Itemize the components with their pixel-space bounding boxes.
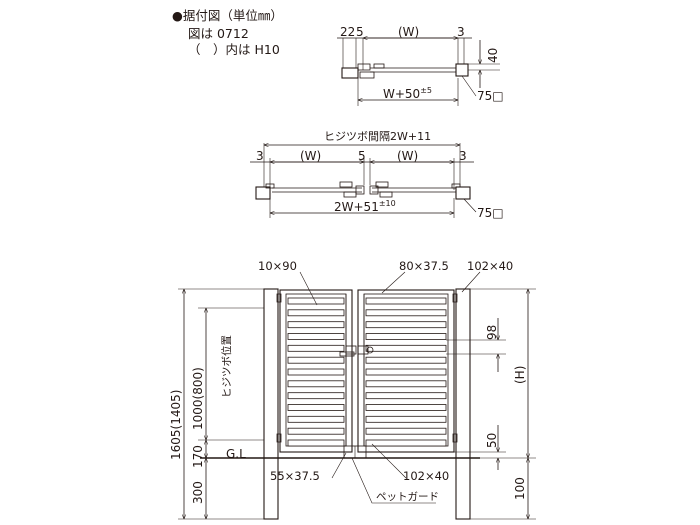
hinge <box>357 63 371 71</box>
label-frame-size: 80×37.5 <box>399 259 449 273</box>
slat <box>365 344 447 352</box>
slat <box>365 380 447 388</box>
dim-40: 40 <box>486 48 500 63</box>
lock-cylinder <box>366 346 374 354</box>
slat <box>365 356 447 364</box>
label-post-bottom: 102×40 <box>403 469 449 483</box>
slat <box>365 439 447 447</box>
right-post <box>455 288 471 520</box>
label-bottom-frame: 55×37.5 <box>270 469 320 483</box>
handle <box>343 191 357 198</box>
left-leaf-slats <box>287 297 345 447</box>
drawing-title: ●据付図（単位㎜） <box>172 8 283 23</box>
dim-170: 170 <box>191 445 205 468</box>
hinge <box>276 433 282 443</box>
title-text: 据付図（単位㎜） <box>182 8 283 23</box>
dim-100: 100 <box>513 477 527 500</box>
slat <box>287 333 345 340</box>
left-handle <box>345 345 357 355</box>
slat <box>287 439 345 447</box>
slat <box>287 380 345 388</box>
bullet-icon: ● <box>172 8 183 23</box>
latch <box>355 185 365 195</box>
ground-level-label: G.L <box>226 447 246 461</box>
plan-single-gate: 22 5 (W) 3 40 75□ W+50±5 <box>337 25 504 106</box>
dim-w-right: (W) <box>397 149 418 163</box>
hinge-pitch: ヒジツボ間隔2W+11 <box>324 130 431 143</box>
slat <box>287 392 345 400</box>
post-size: 75□ <box>477 206 504 220</box>
hinge <box>452 433 458 443</box>
handle <box>339 181 353 188</box>
dim-total-height: 1605(1405) <box>169 390 183 460</box>
overall-width: 2W+51±10 <box>334 199 396 214</box>
dim-w-left: (W) <box>300 149 321 163</box>
slat <box>365 415 447 423</box>
slat <box>365 404 447 411</box>
slat <box>365 297 447 305</box>
left-post-section <box>341 67 359 79</box>
dim-300: 300 <box>191 481 205 504</box>
dim-3: 3 <box>457 25 465 39</box>
dim-50: 50 <box>485 433 499 448</box>
slat <box>365 321 447 329</box>
dim-w: (W) <box>398 25 419 39</box>
pet-guard-label: ペットガード <box>376 491 439 503</box>
slat <box>287 427 345 435</box>
dim-22: 22 <box>340 25 355 39</box>
slat <box>365 333 447 340</box>
right-handle <box>357 345 369 355</box>
handle <box>379 191 393 198</box>
note-parenthesis: （ ）内は H10 <box>188 42 280 57</box>
right-leaf-slats <box>365 297 447 447</box>
dim-3-right: 3 <box>459 149 467 163</box>
plan-double-gate: ヒジツボ間隔2W+11 3 (W) 5 (W) 3 75□ <box>250 130 504 220</box>
label-slat-size: 10×90 <box>258 259 297 273</box>
slat <box>365 427 447 435</box>
slat <box>287 415 345 423</box>
slat <box>287 309 345 317</box>
slat <box>287 321 345 329</box>
elevation-view: 10×90 80×37.5 102×40 98 50 (H) 100 1605(… <box>169 259 536 520</box>
hinge <box>276 293 282 303</box>
right-post-section <box>455 186 471 200</box>
label-post-top: 102×40 <box>467 259 513 273</box>
dim-5-center: 5 <box>358 149 366 163</box>
hinge <box>452 293 458 303</box>
slat <box>287 356 345 364</box>
hinge <box>359 71 375 79</box>
overall-width: W+50±5 <box>383 86 432 101</box>
slat <box>287 368 345 376</box>
note-model: 図は 0712 <box>188 26 249 41</box>
dim-h: (H) <box>513 366 527 384</box>
post-size: 75□ <box>477 89 504 103</box>
slat <box>365 309 447 317</box>
handle <box>373 63 385 69</box>
dim-5: 5 <box>356 25 364 39</box>
right-post-section <box>455 63 469 77</box>
left-post-section <box>255 186 271 200</box>
slat <box>365 368 447 376</box>
dim-3-left: 3 <box>256 149 264 163</box>
slat <box>287 344 345 352</box>
slat <box>287 404 345 411</box>
handle <box>375 181 389 188</box>
dim-98: 98 <box>485 325 499 340</box>
latch <box>369 185 379 195</box>
dim-1000: 1000(800) <box>191 367 205 430</box>
hinge-position: ヒジツボ位置 <box>220 335 233 398</box>
left-post <box>263 288 279 520</box>
left-handle-lever <box>339 351 355 357</box>
hinge <box>265 183 275 189</box>
slat <box>287 297 345 305</box>
slat <box>365 392 447 400</box>
